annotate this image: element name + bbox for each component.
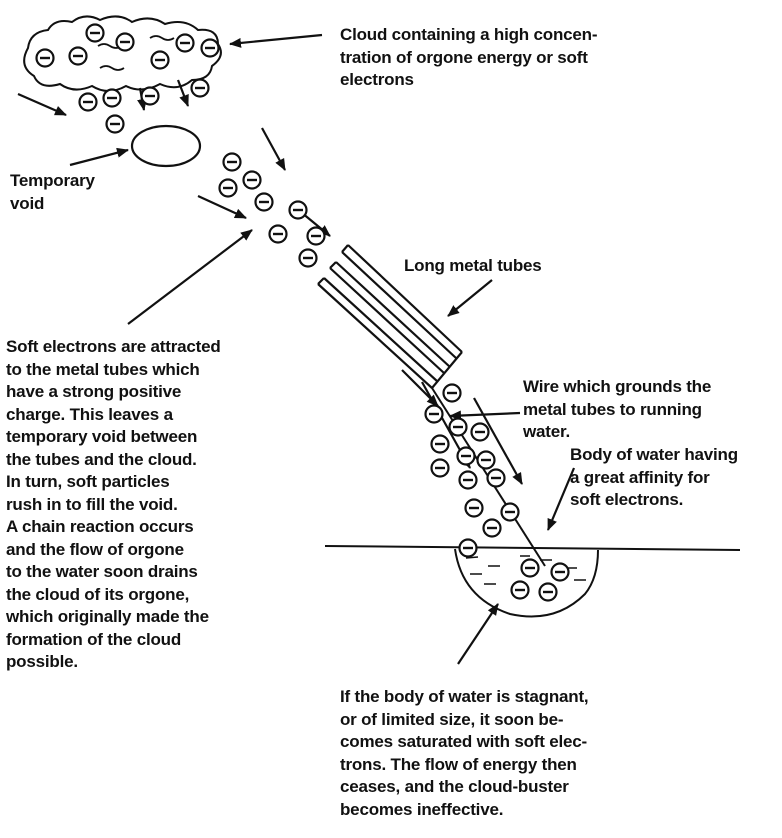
electron-symbol (117, 34, 134, 51)
stagnant-water-label-line: comes saturated with soft elec- (340, 731, 588, 754)
temporary-void-ellipse (132, 126, 200, 166)
arrow-to-electrons (128, 230, 252, 324)
electron-symbol (300, 250, 317, 267)
electron-symbol (502, 504, 519, 521)
stagnant-water-label-line: If the body of water is stagnant, (340, 686, 588, 709)
electron-symbol (177, 35, 194, 52)
electron-symbol (104, 90, 121, 107)
long-metal-tubes-label-line: Long metal tubes (404, 255, 542, 278)
soft-electrons-attracted-label-line: have a strong positive (6, 381, 221, 404)
electron-symbol (472, 424, 489, 441)
long-metal-tubes-label: Long metal tubes (404, 255, 542, 278)
electron-symbol (308, 228, 325, 245)
electron-symbol (478, 452, 495, 469)
wire-label-line: water. (523, 421, 711, 444)
temporary-void-label-line: Temporary (10, 170, 95, 193)
electron-symbol (426, 406, 443, 423)
wire-label-line: metal tubes to running (523, 399, 711, 422)
electron-symbol (488, 470, 505, 487)
arrow-cloud-flow (18, 94, 66, 115)
electron-symbol (202, 40, 219, 57)
electron-symbol (450, 419, 467, 436)
stagnant-water-label: If the body of water is stagnant,or of l… (340, 686, 588, 821)
electron-symbol (432, 436, 449, 453)
cloud-label-line: electrons (340, 69, 597, 92)
soft-electrons-attracted-label-line: temporary void between (6, 426, 221, 449)
electron-symbol (270, 226, 287, 243)
electron-symbol (522, 560, 539, 577)
electron-symbol (458, 448, 475, 465)
cloud-label-line: tration of orgone energy or soft (340, 47, 597, 70)
electron-symbol (80, 94, 97, 111)
soft-electrons-attracted-label-line: Soft electrons are attracted (6, 336, 221, 359)
electron-symbol (192, 80, 209, 97)
cloud-wave-mark (100, 66, 124, 70)
electron-symbol (432, 460, 449, 477)
electron-symbol (152, 52, 169, 69)
arrow-electron-flow (262, 128, 285, 170)
electron-symbol (444, 385, 461, 402)
soft-electrons-attracted-label-line: rush in to fill the void. (6, 494, 221, 517)
electron-symbol (220, 180, 237, 197)
electron-symbol (484, 520, 501, 537)
cloud-label-line: Cloud containing a high concen- (340, 24, 597, 47)
stagnant-water-label-line: or of limited size, it soon be- (340, 709, 588, 732)
electron-symbol (540, 584, 557, 601)
soft-electrons-attracted-label-line: to the water soon drains (6, 561, 221, 584)
stagnant-water-label-line: ceases, and the cloud-buster (340, 776, 588, 799)
stagnant-water-label-line: trons. The flow of energy then (340, 754, 588, 777)
electron-symbol (87, 25, 104, 42)
electron-symbol (70, 48, 87, 65)
soft-electrons-attracted-label-line: the tubes and the cloud. (6, 449, 221, 472)
electron-symbol (290, 202, 307, 219)
soft-electrons-attracted-label-line: to the metal tubes which (6, 359, 221, 382)
soft-electrons-attracted-label-line: charge. This leaves a (6, 404, 221, 427)
cloud-outline (24, 16, 221, 91)
soft-electrons-attracted-label-line: In turn, soft particles (6, 471, 221, 494)
arrow-to-basin (458, 604, 498, 664)
electron-symbol (256, 194, 273, 211)
soft-electrons-attracted-label-line: possible. (6, 651, 221, 674)
soft-electrons-attracted-label-line: and the flow of orgone (6, 539, 221, 562)
arrow-to-void (70, 150, 128, 165)
electron-symbol (552, 564, 569, 581)
arrow-to-cloud (230, 35, 322, 44)
soft-electrons-attracted-label-line: formation of the cloud (6, 629, 221, 652)
electron-symbol (460, 472, 477, 489)
body-of-water-label-line: soft electrons. (570, 489, 738, 512)
electron-symbol (466, 500, 483, 517)
cloud-label: Cloud containing a high concen-tration o… (340, 24, 597, 92)
wire-label-line: Wire which grounds the (523, 376, 711, 399)
body-of-water-label-line: a great affinity for (570, 467, 738, 490)
electron-symbol (37, 50, 54, 67)
soft-electrons-attracted-label-line: A chain reaction occurs (6, 516, 221, 539)
cloud-wave-mark (150, 36, 174, 40)
stagnant-water-label-line: becomes ineffective. (340, 799, 588, 822)
body-of-water-label-line: Body of water having (570, 444, 738, 467)
arrow-electron-flow (198, 196, 246, 218)
electron-symbol (460, 540, 477, 557)
electron-symbol (512, 582, 529, 599)
temporary-void-label-line: void (10, 193, 95, 216)
arrow-to-tubes (448, 280, 492, 316)
electron-symbol (107, 116, 124, 133)
soft-electrons-attracted-label-line: the cloud of its orgone, (6, 584, 221, 607)
electron-symbol (142, 88, 159, 105)
electron-symbol (224, 154, 241, 171)
electron-symbol (244, 172, 261, 189)
soft-electrons-attracted-label-line: which originally made the (6, 606, 221, 629)
